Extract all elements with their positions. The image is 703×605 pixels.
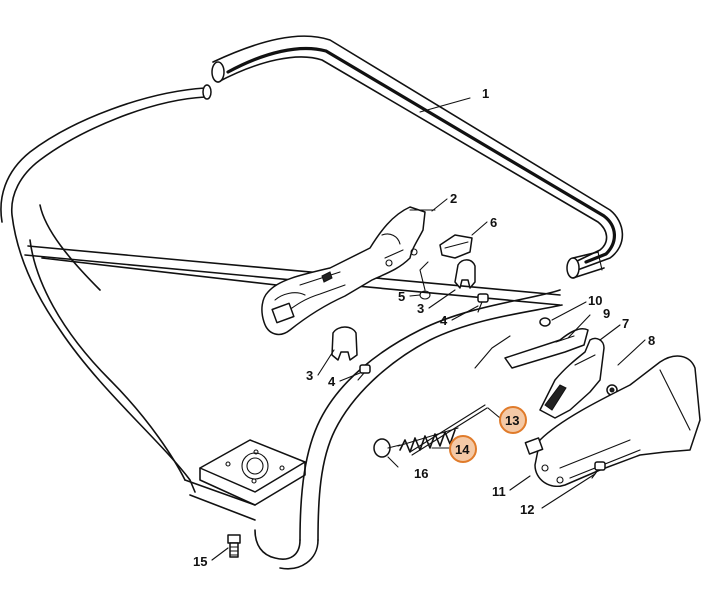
callout-5: 5 (398, 289, 405, 304)
callout-7: 7 (622, 316, 629, 331)
callout-16: 16 (414, 466, 428, 481)
part-15-bolt (227, 534, 241, 558)
callout-12: 12 (520, 502, 534, 517)
callout-14-highlight (449, 435, 477, 463)
callout-9: 9 (603, 306, 610, 321)
callout-4b: 4 (328, 374, 336, 389)
frame-tube (0, 84, 563, 570)
callout-3b: 3 (306, 368, 313, 383)
base-plate (199, 439, 306, 506)
part-3-clamp-lower (331, 326, 358, 361)
callout-13: 13 (505, 413, 519, 428)
part-2-handle-housing (261, 206, 436, 336)
callout-1: 1 (482, 86, 489, 101)
part-6-switch (439, 234, 473, 259)
leader-lines (211, 97, 646, 561)
callout-labels: 1 2 6 5 3 4 10 9 7 8 3 4 13 14 16 11 12 … (193, 86, 655, 569)
part-11-handle-housing (524, 355, 701, 487)
part-14-spring (397, 427, 459, 453)
part-4-screw-lower (357, 364, 371, 381)
callout-2: 2 (450, 191, 457, 206)
part-1-upper-tube (211, 35, 624, 279)
callout-10: 10 (588, 293, 602, 308)
callout-14: 14 (455, 442, 470, 457)
part-3-clamp-upper (454, 259, 476, 289)
callout-15: 15 (193, 554, 207, 569)
callout-3a: 3 (417, 301, 424, 316)
part-16-fitting (373, 438, 401, 458)
callout-13-highlight (499, 406, 527, 434)
part-4-screw-upper (477, 293, 489, 313)
callout-8: 8 (648, 333, 655, 348)
callout-6: 6 (490, 215, 497, 230)
part-7-trigger (539, 337, 605, 419)
part-10-ring (539, 317, 551, 327)
callout-4a: 4 (440, 313, 448, 328)
part-9-lever (474, 328, 589, 369)
callout-11: 11 (492, 484, 506, 499)
